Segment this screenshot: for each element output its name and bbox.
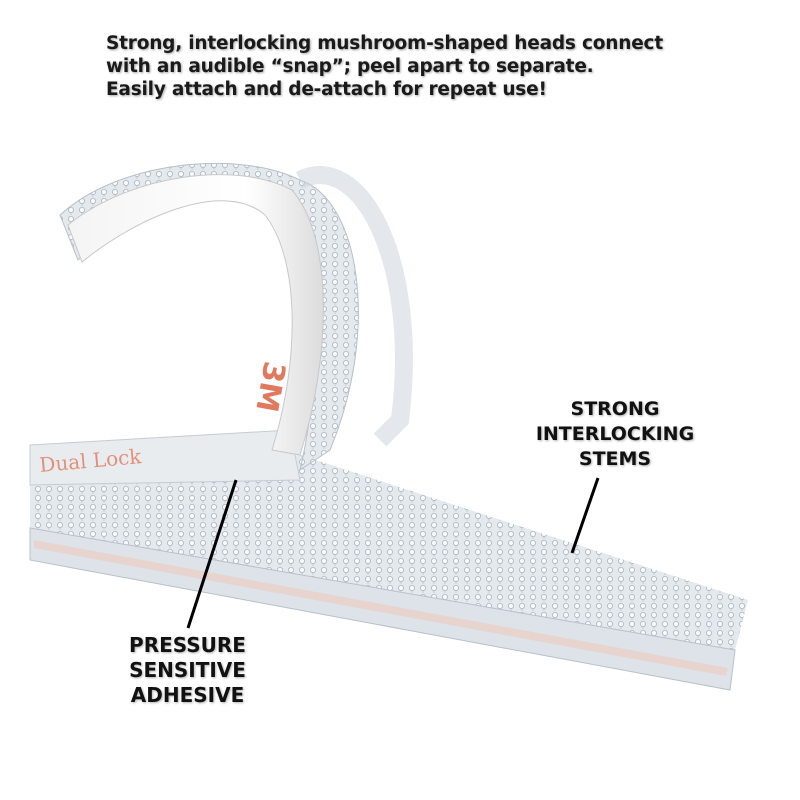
caption-line: with an audible “snap”; peel apart to se… bbox=[106, 56, 594, 77]
callout-line: INTERLOCKING bbox=[535, 423, 695, 445]
caption-line: Strong, interlocking mushroom-shaped hea… bbox=[106, 33, 663, 54]
callout-line: STEMS bbox=[578, 448, 652, 470]
callout-line: SENSITIVE bbox=[129, 658, 246, 682]
adhesive-pointer-line bbox=[186, 479, 238, 629]
callout-line: PRESSURE bbox=[129, 633, 246, 657]
stems-callout: STRONG INTERLOCKING STEMS bbox=[520, 397, 710, 472]
curled-strip: 3M bbox=[59, 162, 413, 472]
callout-line: STRONG bbox=[570, 398, 660, 420]
base-pad: Dual Lock bbox=[29, 429, 301, 486]
callout-line: ADHESIVE bbox=[130, 683, 245, 707]
3m-logo-print: 3M bbox=[248, 359, 291, 415]
caption-line: Easily attach and de-attach for repeat u… bbox=[106, 79, 547, 100]
adhesive-callout: PRESSURE SENSITIVE ADHESIVE bbox=[95, 633, 280, 708]
product-caption: Strong, interlocking mushroom-shaped hea… bbox=[106, 32, 663, 101]
stems-pointer-line bbox=[570, 477, 600, 554]
